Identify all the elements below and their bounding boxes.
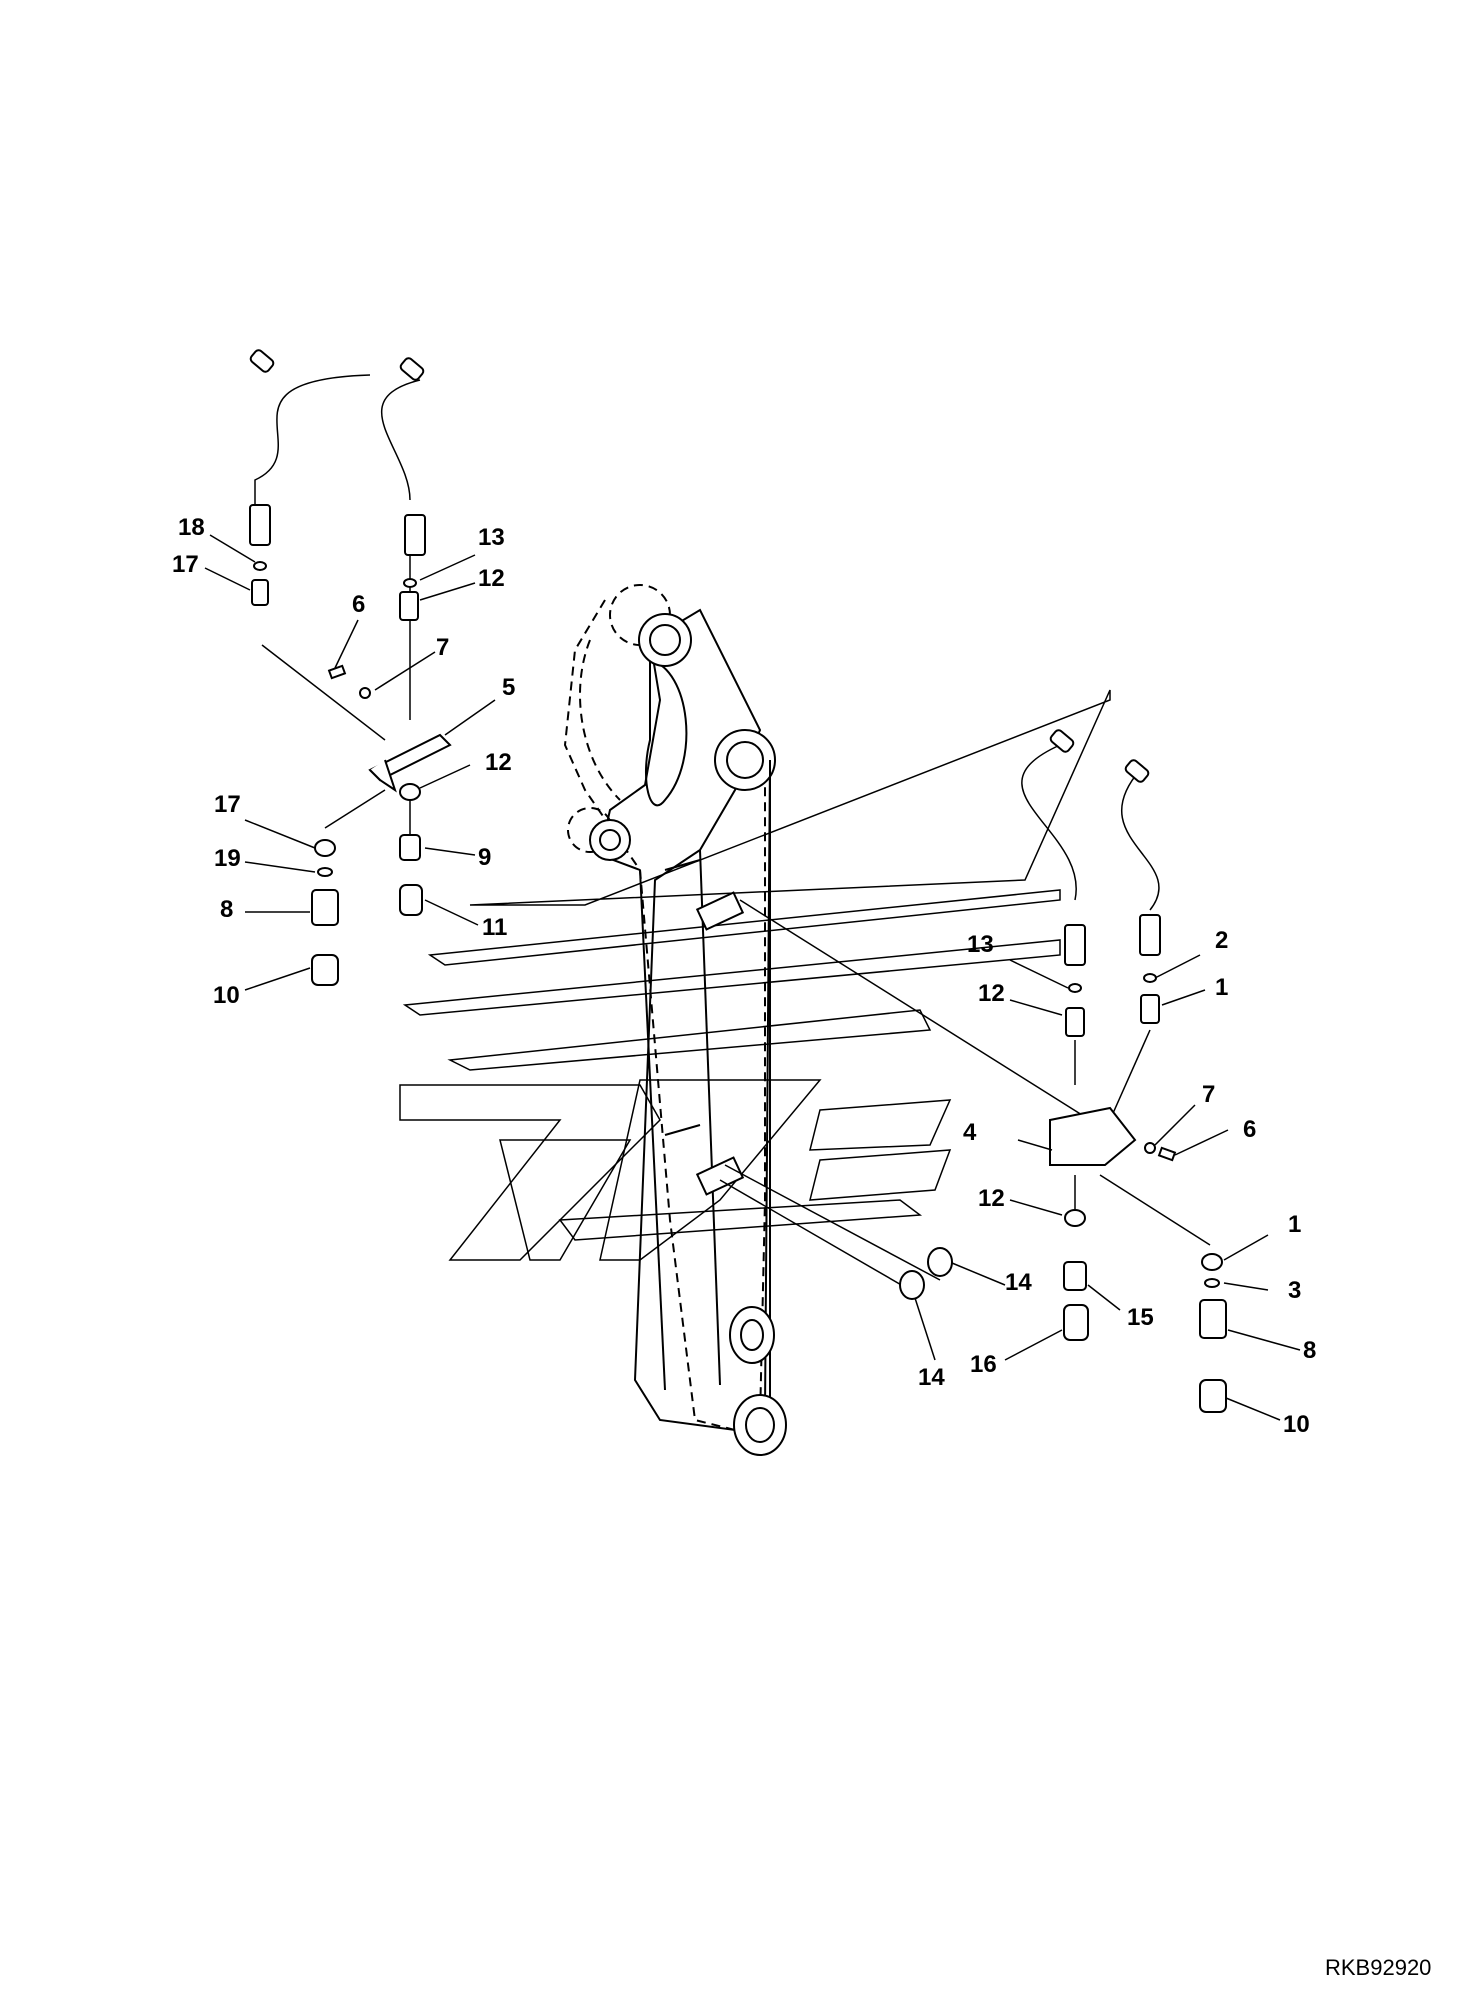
callout-16: 16 [970,1351,997,1378]
callout-5: 5 [502,674,515,701]
callout-7: 7 [436,634,449,661]
callout-19: 19 [214,845,241,872]
callout-8: 8 [220,896,233,923]
callout-13: 13 [967,931,994,958]
callout-labels: 18 17 13 12 6 7 5 12 17 19 9 8 11 10 13 … [172,514,1316,1438]
callout-8: 8 [1303,1337,1316,1364]
callout-18: 18 [178,514,205,541]
callout-2: 2 [1215,927,1228,954]
callout-6: 6 [1243,1116,1256,1143]
callout-9: 9 [478,844,491,871]
parts [249,349,1227,1413]
callout-14: 14 [918,1364,945,1391]
callout-3: 3 [1288,1277,1301,1304]
callout-6: 6 [352,591,365,618]
callout-7: 7 [1202,1081,1215,1108]
callout-13: 13 [478,524,505,551]
callout-1: 1 [1215,974,1228,1001]
callout-17: 17 [214,791,241,818]
callout-12: 12 [978,1185,1005,1212]
callout-1: 1 [1288,1211,1301,1238]
callout-10: 10 [1283,1411,1310,1438]
callout-4: 4 [963,1119,977,1146]
callout-leaders [204,534,1301,1421]
callout-17: 17 [172,551,199,578]
callout-10: 10 [213,982,240,1009]
callout-12: 12 [485,749,512,776]
drawing-reference-code: RKB92920 [1325,1955,1431,1980]
callout-12: 12 [478,565,505,592]
callout-12: 12 [978,980,1005,1007]
callout-14: 14 [1005,1269,1032,1296]
callout-15: 15 [1127,1304,1154,1331]
watermark-logo [399,689,1111,1261]
callout-11: 11 [482,914,507,941]
arm-assembly [563,584,787,1456]
